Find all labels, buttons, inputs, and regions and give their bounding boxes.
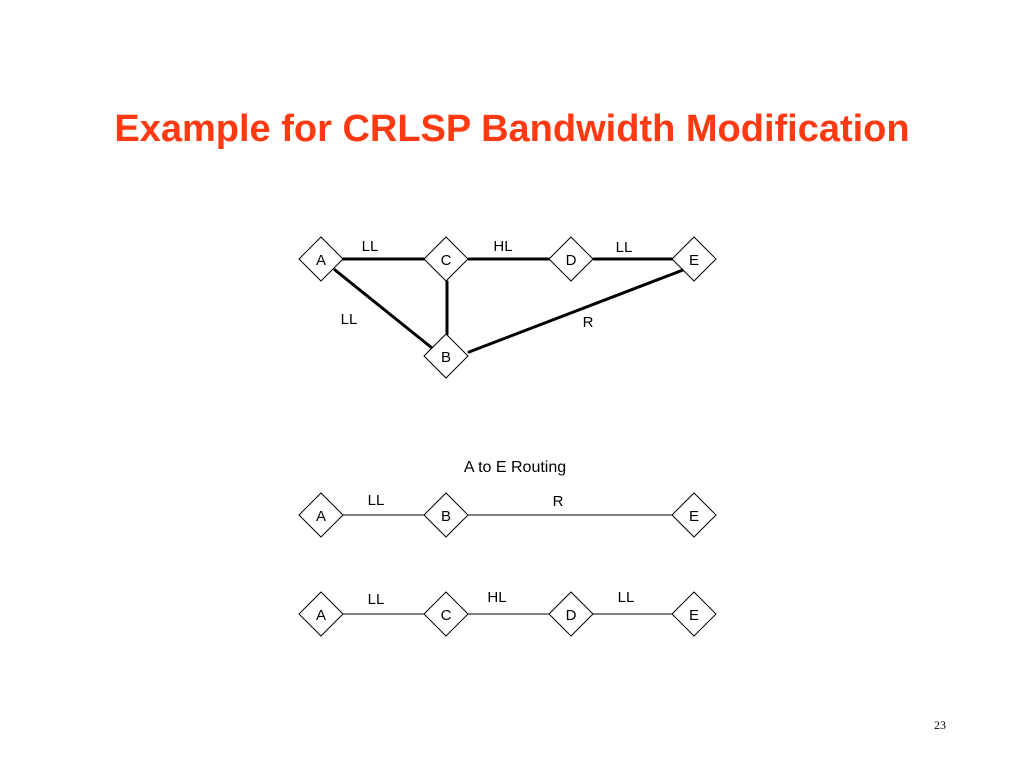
node-label: D — [566, 252, 577, 269]
node-a: A — [298, 236, 344, 282]
node-label: B — [441, 349, 451, 366]
slide-title: Example for CRLSP Bandwidth Modification — [114, 108, 910, 150]
edge-label-a-c: LL — [362, 238, 379, 255]
path1-node-a: A — [298, 492, 344, 538]
node-label: C — [441, 252, 452, 269]
routing-path-2: LL HL LL A C D E — [298, 589, 717, 637]
edge-label-a-b: LL — [341, 311, 358, 328]
node-label: E — [689, 252, 699, 269]
node-d: D — [548, 236, 594, 282]
node-c: C — [423, 236, 469, 282]
path2-node-c: C — [423, 591, 469, 637]
network-edges — [333, 257, 685, 354]
path1-node-b: B — [423, 492, 469, 538]
node-label: C — [441, 607, 452, 624]
node-e: E — [671, 236, 717, 282]
edge-label-b-e: R — [583, 314, 594, 331]
node-b: B — [423, 333, 469, 379]
edge-b-e — [467, 268, 685, 354]
edge-label-c-d: HL — [493, 238, 512, 255]
path2-link-label: LL — [618, 589, 635, 606]
page-number: 23 — [934, 718, 946, 732]
path1-link-label: R — [553, 493, 564, 510]
path2-link-label: HL — [487, 589, 506, 606]
path1-link-label: LL — [368, 492, 385, 509]
network-edge-labels: LL HL LL LL R — [341, 238, 633, 331]
edge-a-b — [333, 268, 434, 350]
node-label: A — [316, 607, 326, 624]
node-label: D — [566, 607, 577, 624]
node-label: E — [689, 508, 699, 525]
routing-path-1: LL R A B E — [298, 492, 717, 538]
node-label: A — [316, 508, 326, 525]
path2-node-d: D — [548, 591, 594, 637]
path2-node-e: E — [671, 591, 717, 637]
node-label: B — [441, 508, 451, 525]
path2-link-label: LL — [368, 591, 385, 608]
network-nodes: A C D E B — [298, 236, 717, 379]
routing-caption: A to E Routing — [464, 459, 566, 476]
path2-node-a: A — [298, 591, 344, 637]
path1-node-e: E — [671, 492, 717, 538]
node-label: A — [316, 252, 326, 269]
node-label: E — [689, 607, 699, 624]
edge-label-d-e: LL — [616, 239, 633, 256]
